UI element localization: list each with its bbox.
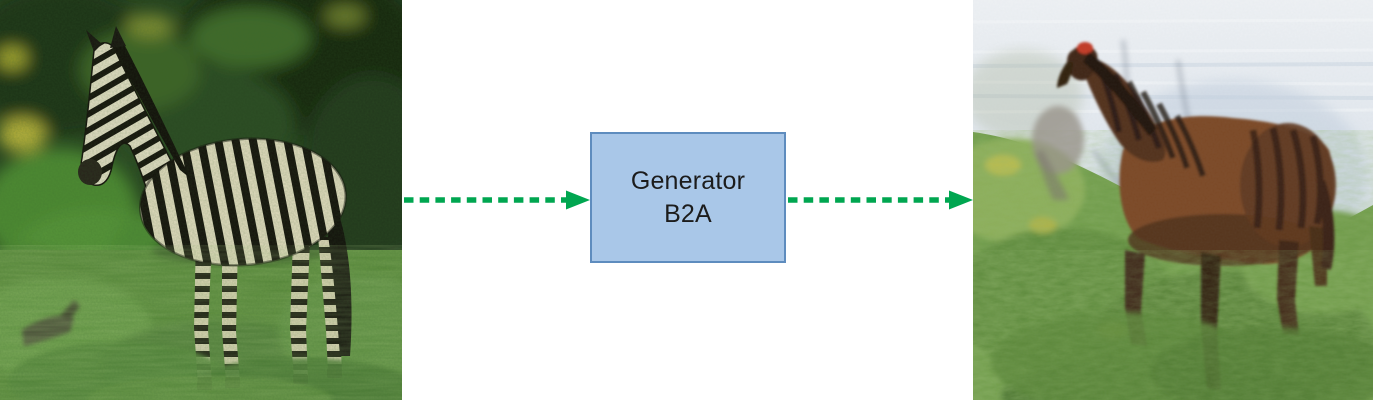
dashed-arrow-input-to-generator [404,190,590,210]
input-image-zebra [0,0,402,400]
arrow-head [949,190,973,210]
generator-b2a-box: Generator B2A [590,132,786,263]
grass-foreground [0,0,402,400]
generator-label-line-2: B2A [664,199,712,228]
arrow-head [566,190,590,210]
dashed-arrow-generator-to-output [788,190,973,210]
meadow-foreground [973,0,1373,400]
output-image-horse [973,0,1373,400]
generator-label-line-1: Generator [630,166,746,195]
